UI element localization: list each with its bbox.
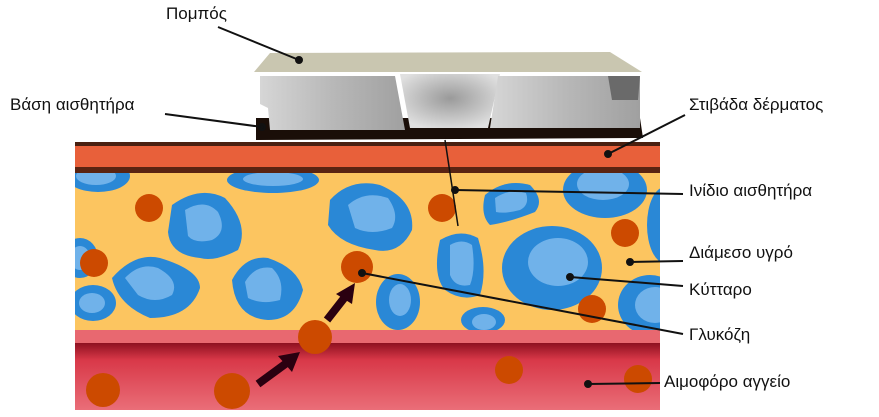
glucose-molecule [341,251,373,283]
transmitter-top [254,52,642,72]
glucose-molecules [80,194,652,409]
transmitter-body [260,76,405,130]
glucose-molecule [611,219,639,247]
transmitter-center [400,74,500,128]
cell [436,233,484,298]
glucose-molecule [135,194,163,222]
transmitter-body-right [490,76,640,128]
skin-layer [75,142,660,173]
cell [232,257,303,320]
glucose-molecule [80,249,108,277]
glucose-molecule [86,373,120,407]
cells [75,173,660,330]
cell [502,226,602,310]
glucose-molecule [428,194,456,222]
cell [168,192,242,259]
cell [376,274,420,330]
cell [647,188,660,262]
cell [227,173,319,193]
cell [328,183,413,251]
glucose-molecule [298,320,332,354]
label-skin-layer: Στιβάδα δέρματος [689,95,824,114]
glucose-flow-arrows [255,283,355,388]
label-transmitter: Πομπός [166,4,227,23]
transmitter-notch [608,76,640,100]
glucose-molecule [495,356,523,384]
label-blood-vessel: Αιμοφόρο αγγείο [664,372,791,391]
cell [618,275,660,330]
glucose-molecule [624,365,652,393]
label-sensor-base: Βάση αισθητήρα [10,95,135,114]
glucose-molecule [214,373,250,409]
leader-lines [164,26,686,388]
label-sensor-filament: Ινίδιο αισθητήρα [689,181,813,200]
blood-vessel-layer [75,330,660,410]
label-glucose: Γλυκόζη [689,325,751,344]
cell [483,182,539,225]
cell [112,256,200,318]
cgm-sensor [254,52,643,140]
label-interstitial-fluid: Διάμεσο υγρό [689,243,793,262]
cell [75,285,116,321]
cell [461,307,505,330]
label-cell: Κύτταρο [689,280,752,299]
sensor-filament [444,139,459,227]
cell [75,173,130,192]
